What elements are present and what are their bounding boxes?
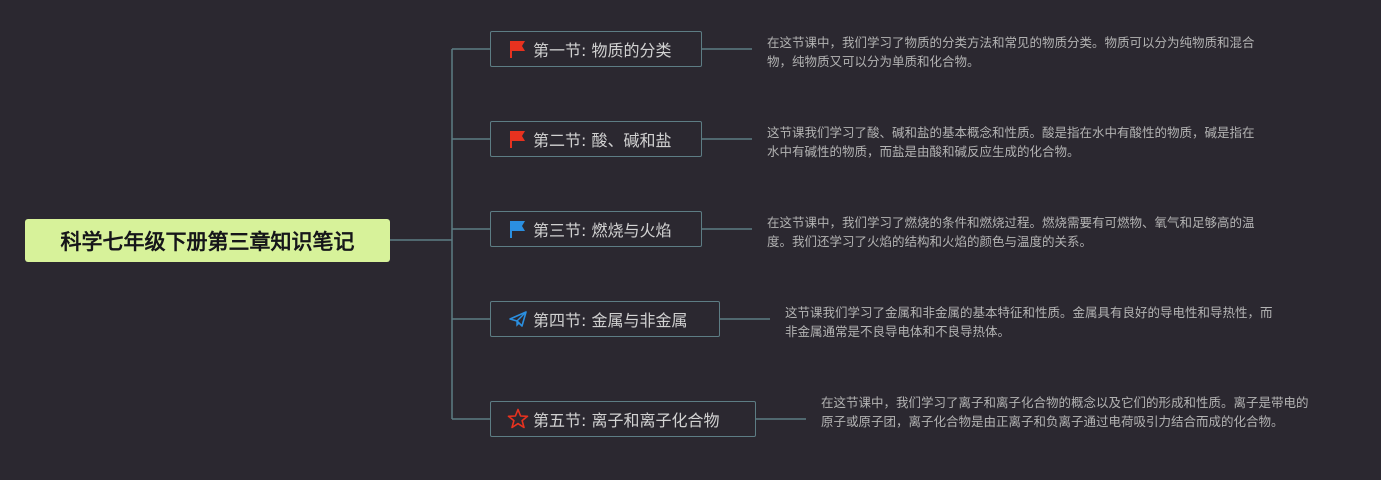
blue-flag-icon — [507, 218, 529, 240]
topic-note-1: 在这节课中，我们学习了物质的分类方法和常见的物质分类。物质可以分为纯物质和混合物… — [767, 35, 1255, 69]
topic-note-5: 在这节课中，我们学习了离子和离子化合物的概念以及它们的形成和性质。离子是带电的原… — [821, 395, 1309, 429]
star-icon — [507, 408, 529, 430]
root-topic[interactable]: 科学七年级下册第三章知识笔记 — [25, 219, 390, 262]
topic-section-3[interactable]: 第三节: 燃烧与火焰 — [490, 211, 702, 247]
topic-label: 第五节: 离子和离子化合物 — [533, 411, 720, 430]
red-flag-icon — [507, 38, 529, 60]
topic-note-3: 在这节课中，我们学习了燃烧的条件和燃烧过程。燃烧需要有可燃物、氧气和足够高的温度… — [767, 215, 1255, 249]
topic-label: 第三节: 燃烧与火焰 — [533, 221, 672, 240]
topic-label: 第一节: 物质的分类 — [533, 41, 672, 60]
topic-section-5[interactable]: 第五节: 离子和离子化合物 — [490, 401, 756, 437]
topic-label: 第四节: 金属与非金属 — [533, 311, 688, 330]
topic-section-2[interactable]: 第二节: 酸、碱和盐 — [490, 121, 702, 157]
topic-label: 第二节: 酸、碱和盐 — [533, 131, 672, 150]
topic-section-1[interactable]: 第一节: 物质的分类 — [490, 31, 702, 67]
root-title: 科学七年级下册第三章知识笔记 — [60, 229, 355, 254]
topic-note-4: 这节课我们学习了金属和非金属的基本特征和性质。金属具有良好的导电性和导热性，而非… — [785, 305, 1273, 339]
topic-section-4[interactable]: 第四节: 金属与非金属 — [490, 301, 720, 337]
paper-plane-icon — [507, 308, 529, 330]
red-flag-icon — [507, 128, 529, 150]
topic-note-2: 这节课我们学习了酸、碱和盐的基本概念和性质。酸是指在水中有酸性的物质，碱是指在水… — [767, 125, 1255, 159]
